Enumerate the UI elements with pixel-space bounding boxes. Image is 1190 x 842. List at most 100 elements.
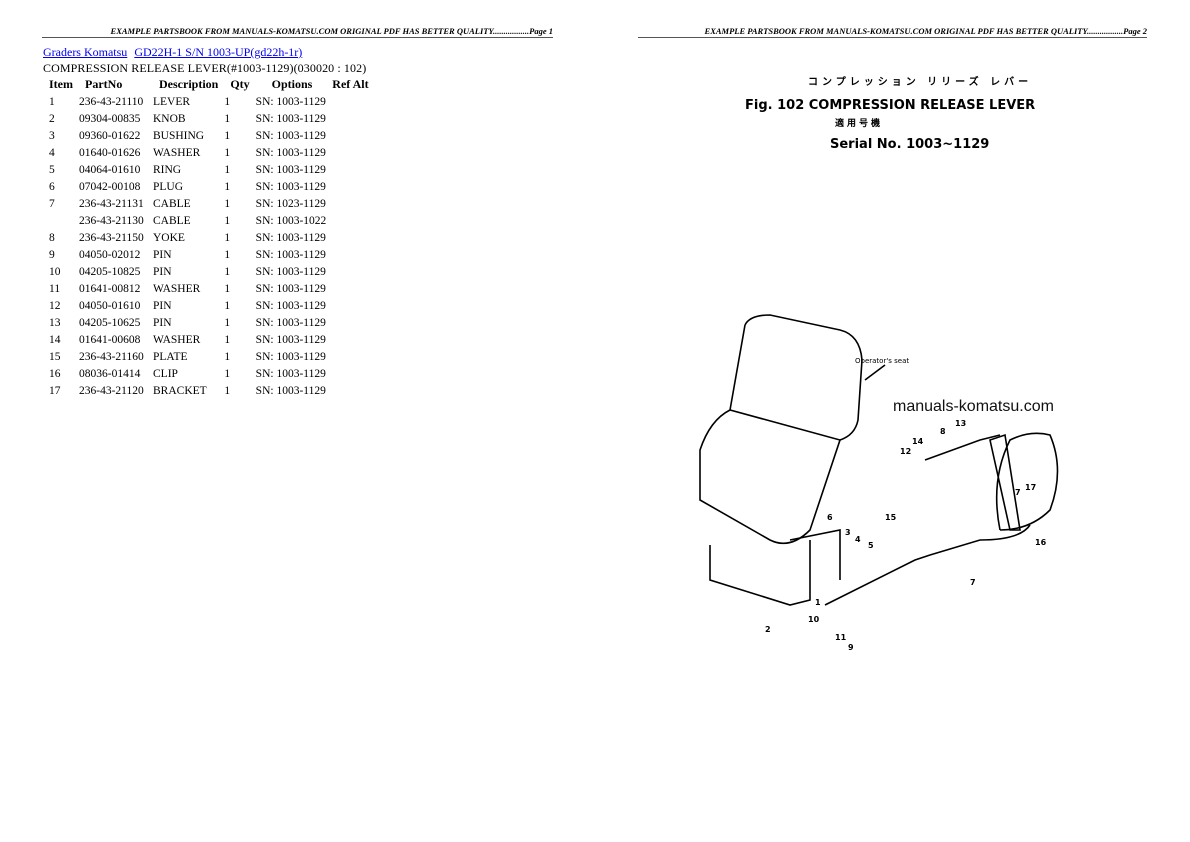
part-number-cell: 04205-10625 — [79, 316, 141, 329]
part-number-cell: 01641-00812 — [79, 282, 141, 295]
description-cell: BRACKET — [153, 384, 207, 397]
callout-label: 2 — [765, 625, 771, 634]
options-cell: SN: 1003-1129 — [255, 384, 326, 397]
callout-label: 12 — [900, 447, 911, 456]
options-cell: SN: 1003-1129 — [255, 350, 326, 363]
description-cell: BUSHING — [153, 129, 205, 142]
description-cell: WASHER — [153, 333, 201, 346]
seat-label: Operator's seat — [855, 357, 910, 365]
quantity-cell: 1 — [224, 129, 231, 142]
description-cell: CLIP — [153, 367, 178, 380]
seat-leader-line — [864, 364, 886, 381]
item-number-cell: 4 — [49, 146, 55, 159]
seat-back-edge — [729, 324, 746, 411]
item-number-cell: 10 — [49, 265, 61, 278]
description-cell: CABLE — [153, 197, 191, 210]
column-header: Item — [49, 77, 73, 91]
item-number-cell: 11 — [49, 282, 61, 295]
part-number-cell: 236-43-21120 — [79, 384, 144, 397]
item-number-cell: 16 — [49, 367, 61, 380]
page-title: COMPRESSION RELEASE LEVER(#1003-1129)(03… — [43, 61, 367, 75]
options-cell: SN: 1003-1129 — [255, 112, 326, 125]
part-number-cell: 236-43-21110 — [79, 95, 144, 108]
item-number-cell: 8 — [49, 231, 55, 244]
seat-cushion-outline — [699, 409, 842, 545]
description-cell: WASHER — [153, 282, 201, 295]
description-cell: YOKE — [153, 231, 185, 244]
options-cell: SN: 1003-1129 — [255, 231, 326, 244]
quantity-cell: 1 — [224, 384, 231, 397]
callout-label: 10 — [808, 615, 820, 624]
options-cell: SN: 1003-1022 — [255, 214, 327, 227]
quantity-cell: 1 — [224, 299, 231, 312]
quantity-cell: 1 — [224, 282, 231, 295]
description-cell: CABLE — [153, 214, 191, 227]
options-cell: SN: 1003-1129 — [255, 163, 326, 176]
quantity-cell: 1 — [224, 350, 231, 363]
options-cell: SN: 1003-1129 — [255, 95, 326, 108]
callout-label: 17 — [1025, 483, 1036, 492]
quantity-cell: 1 — [224, 112, 231, 125]
part-number-cell: 01641-00608 — [79, 333, 141, 346]
options-cell: SN: 1003-1129 — [255, 265, 326, 278]
description-cell: PIN — [153, 265, 172, 278]
item-number-cell: 1 — [49, 95, 55, 108]
figure-japanese-serial: 適用号機 — [835, 119, 884, 129]
part-number-cell: 04064-01610 — [79, 163, 141, 176]
item-number-cell: 14 — [49, 333, 61, 346]
options-cell: SN: 1003-1129 — [255, 180, 326, 193]
part-number-cell: 01640-01626 — [79, 146, 141, 159]
breadcrumb-link-model[interactable]: GD22H-1 S/N 1003-UP(gd22h-1r) — [134, 45, 303, 59]
quantity-cell: 1 — [224, 231, 231, 244]
part-number-cell: 09304-00835 — [79, 112, 141, 125]
table-row: 2 09304-00835 KNOB 1 SN: 1003-1129 — [43, 110, 375, 127]
description-cell: LEVER — [153, 95, 191, 108]
callout-label: 11 — [835, 633, 847, 642]
item-number-cell: 3 — [49, 129, 55, 142]
table-row: 8 236-43-21150 YOKE 1 SN: 1003-1129 — [43, 229, 375, 246]
description-cell: KNOB — [153, 112, 186, 125]
part-number-cell: 236-43-21150 — [79, 231, 144, 244]
lever-bracket — [989, 433, 1021, 531]
options-cell: SN: 1003-1129 — [255, 146, 326, 159]
quantity-cell: 1 — [224, 163, 231, 176]
item-number-cell: 6 — [49, 180, 55, 193]
part-number-cell: 04050-02012 — [79, 248, 141, 261]
callout-label: 14 — [912, 437, 924, 446]
options-cell: SN: 1003-1129 — [255, 248, 326, 261]
item-number-cell: 15 — [49, 350, 61, 363]
seat-base-outline — [709, 540, 811, 606]
callout-label: 5 — [868, 541, 874, 550]
description-cell: PIN — [153, 299, 172, 312]
watermark: manuals-komatsu.com — [893, 398, 1054, 415]
quantity-cell: 1 — [224, 180, 231, 193]
figure-serial: Serial No. 1003~1129 — [830, 137, 990, 152]
callout-label: 9 — [848, 643, 854, 652]
quantity-cell: 1 — [224, 265, 231, 278]
quantity-cell: 1 — [224, 197, 231, 210]
part-number-cell: 09360-01622 — [79, 129, 141, 142]
figure-title: Fig. 102 COMPRESSION RELEASE LEVER — [745, 98, 1036, 113]
item-number-cell: 2 — [49, 112, 55, 125]
column-header: Qty — [230, 77, 250, 91]
seat-bracket — [789, 529, 841, 580]
callout-label: 3 — [845, 528, 851, 537]
options-cell: SN: 1003-1129 — [255, 333, 326, 346]
part-number-cell: 07042-00108 — [79, 180, 141, 193]
quantity-cell: 1 — [224, 316, 231, 329]
callout-label: 8 — [940, 427, 946, 436]
breadcrumb-link-graders[interactable]: Graders Komatsu — [43, 45, 128, 59]
cable-loop — [995, 432, 1059, 531]
callout-label: 6 — [827, 513, 833, 522]
callout-label: 13 — [955, 419, 966, 428]
description-cell: PIN — [153, 316, 172, 329]
column-header: Ref Alt — [332, 77, 369, 91]
